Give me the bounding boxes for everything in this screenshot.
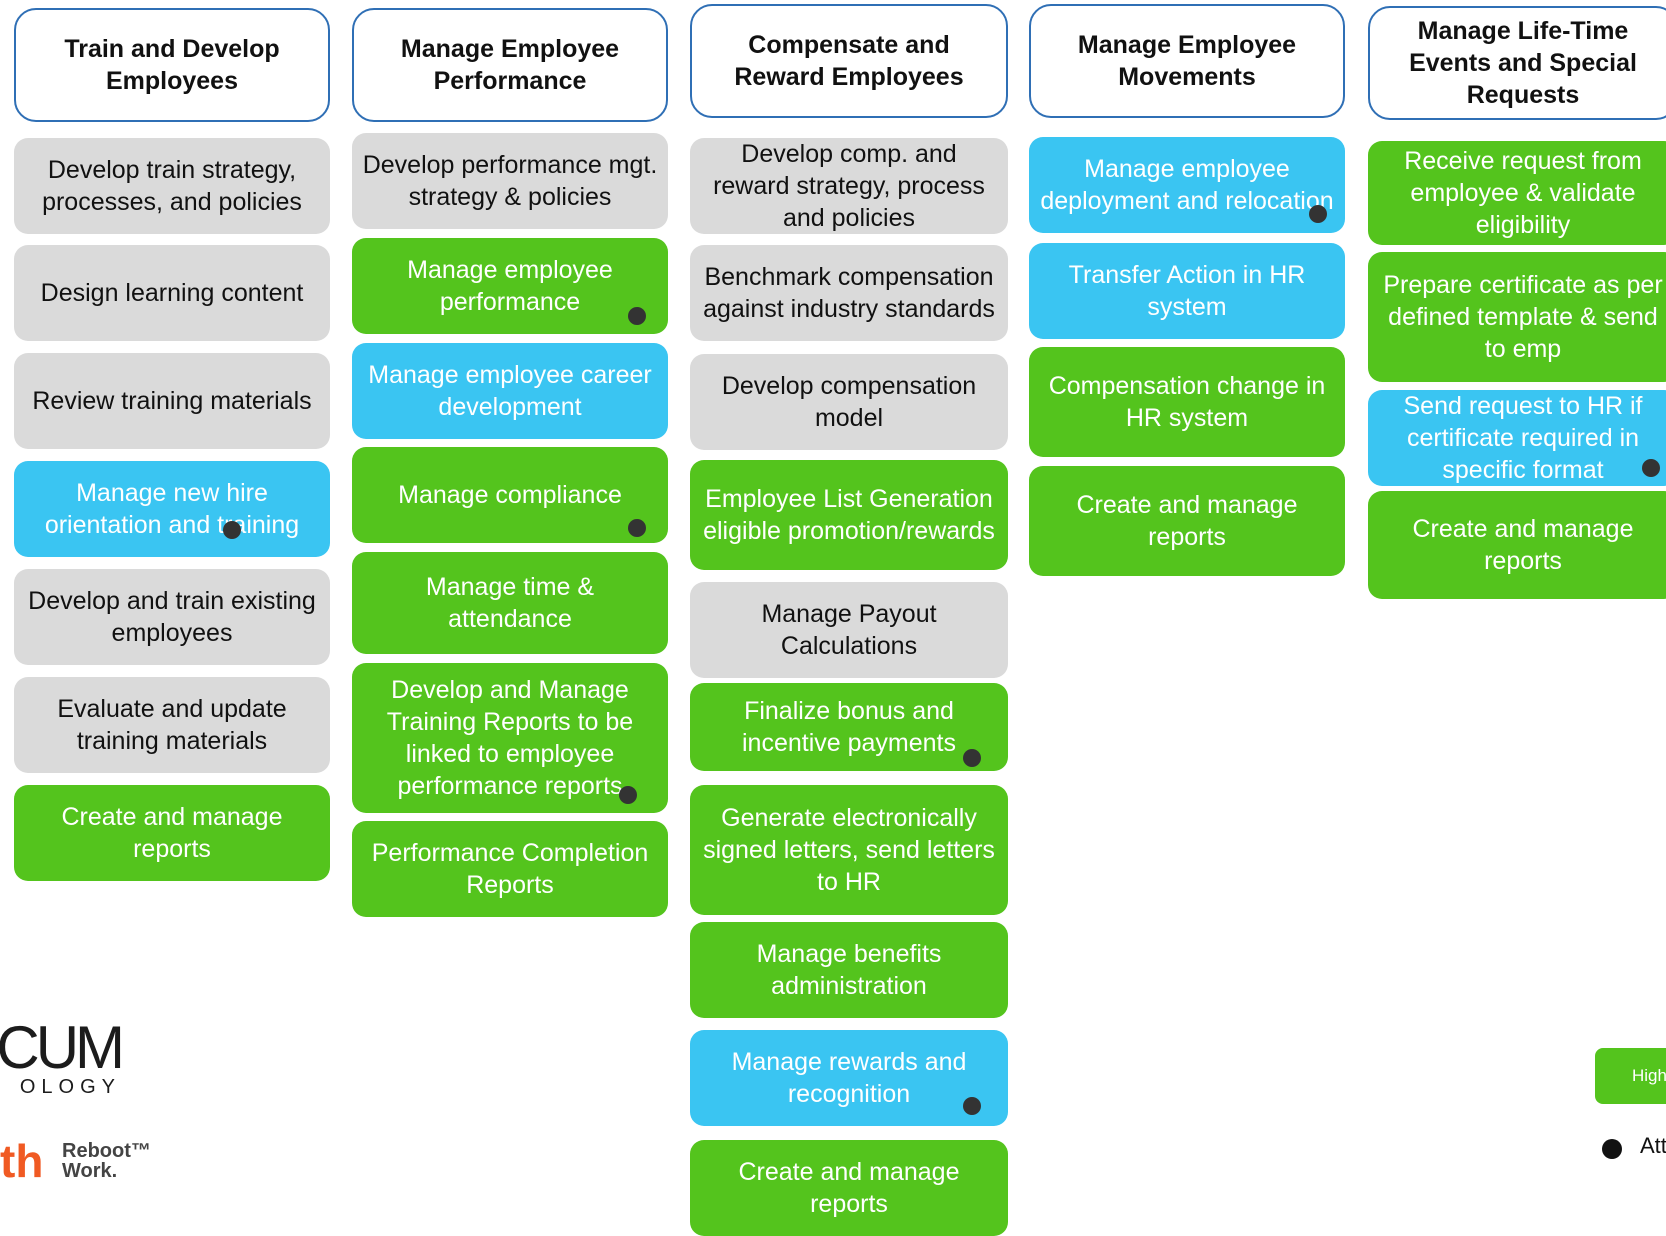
attention-dot-icon	[628, 307, 646, 325]
process-box: Manage benefits administration	[690, 922, 1008, 1018]
process-box: Receive request from employee & validate…	[1368, 141, 1666, 245]
company-logo-text: CUM	[0, 1014, 125, 1081]
partner-logo-mark: th	[0, 1135, 44, 1187]
process-box: Performance Completion Reports	[352, 821, 668, 917]
attention-dot-icon	[963, 749, 981, 767]
process-box: Employee List Generation eligible promot…	[690, 460, 1008, 570]
process-box: Design learning content	[14, 245, 330, 341]
company-logo-subtext: OLOGY	[19, 1076, 121, 1098]
process-box: Develop and train existing employees	[14, 569, 330, 665]
process-box: Manage time & attendance	[352, 552, 668, 654]
process-box: Create and manage reports	[14, 785, 330, 881]
process-box: Develop and Manage Training Reports to b…	[352, 663, 668, 813]
process-box: Review training materials	[14, 353, 330, 449]
process-box: Create and manage reports	[690, 1140, 1008, 1236]
process-box: Manage employee performance	[352, 238, 668, 334]
legend-green-label: High	[1632, 1066, 1666, 1085]
attention-dot-icon	[1309, 205, 1327, 223]
process-box: Develop compensation model	[690, 354, 1008, 450]
process-box: Manage rewards and recognition	[690, 1030, 1008, 1126]
process-box: Prepare certificate as per defined templ…	[1368, 252, 1666, 382]
process-box: Generate electronically signed letters, …	[690, 785, 1008, 915]
column-header-5: Manage Life-Time Events and Special Requ…	[1368, 6, 1666, 120]
process-box: Create and manage reports	[1029, 466, 1345, 576]
legend-green-swatch: High	[1595, 1048, 1666, 1104]
column-header-4: Manage Employee Movements	[1029, 4, 1345, 118]
process-box: Transfer Action in HR system	[1029, 243, 1345, 339]
legend-dot-icon	[1602, 1139, 1622, 1159]
process-box: Develop performance mgt. strategy & poli…	[352, 133, 668, 229]
attention-dot-icon	[963, 1097, 981, 1115]
process-box: Finalize bonus and incentive payments	[690, 683, 1008, 771]
company-logo: CUM OLOGY	[0, 1014, 125, 1099]
process-box: Manage compliance	[352, 447, 668, 543]
process-box: Create and manage reports	[1368, 491, 1666, 599]
process-box: Evaluate and update training materials	[14, 677, 330, 773]
legend-dot-label: Att	[1640, 1133, 1666, 1158]
column-header-2: Manage Employee Performance	[352, 8, 668, 122]
process-box: Manage employee deployment and relocatio…	[1029, 137, 1345, 233]
attention-dot-icon	[223, 521, 241, 539]
column-header-1: Train and Develop Employees	[14, 8, 330, 122]
attention-dot-icon	[628, 519, 646, 537]
process-box: Manage employee career development	[352, 343, 668, 439]
process-box: Send request to HR if certificate requir…	[1368, 390, 1666, 486]
process-box: Develop train strategy, processes, and p…	[14, 138, 330, 234]
process-box: Develop comp. and reward strategy, proce…	[690, 138, 1008, 234]
process-box: Compensation change in HR system	[1029, 347, 1345, 457]
process-box: Manage new hire orientation and training	[14, 461, 330, 557]
column-header-3: Compensate and Reward Employees	[690, 4, 1008, 118]
process-box: Benchmark compensation against industry …	[690, 245, 1008, 341]
attention-dot-icon	[619, 786, 637, 804]
attention-dot-icon	[1642, 459, 1660, 477]
process-box: Manage Payout Calculations	[690, 582, 1008, 678]
